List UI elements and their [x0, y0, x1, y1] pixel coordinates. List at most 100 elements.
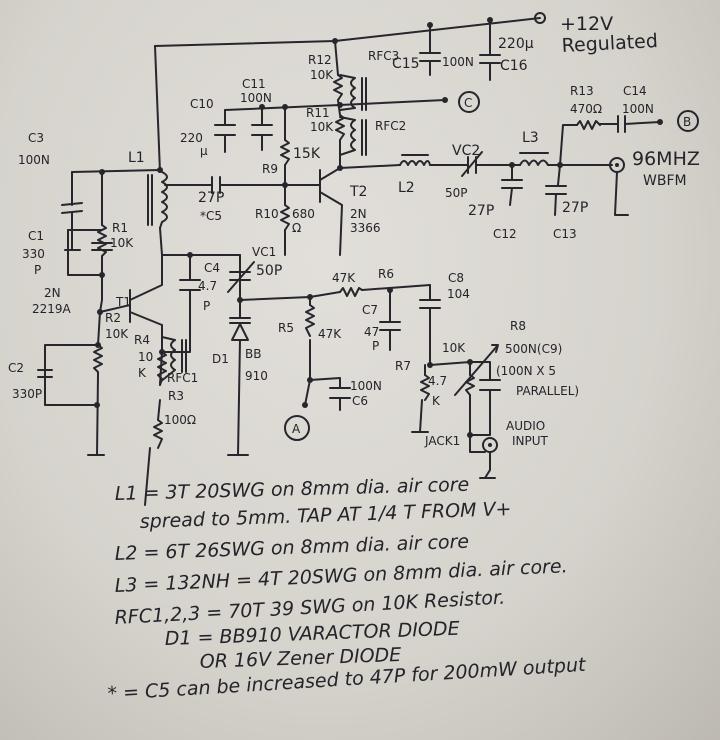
r10-value: 680	[292, 207, 315, 221]
audio-label-2: INPUT	[512, 434, 549, 448]
c2-value: 330P	[12, 387, 42, 401]
node-b-label: B	[683, 115, 691, 129]
note-l2: L2 = 6T 26SWG on 8mm dia. air core	[114, 531, 469, 565]
t2-part1: 2N	[350, 207, 367, 221]
l3-label: L3	[522, 130, 539, 146]
construction-notes: L1 = 3T 20SWG on 8mm dia. air core sprea…	[107, 474, 588, 705]
c10-value: 220	[180, 131, 203, 145]
c9-value: 500N(C9)	[505, 342, 562, 356]
r11-value: 10K	[310, 120, 334, 134]
r7-unit: K	[432, 394, 441, 408]
c1-unit: P	[34, 263, 41, 277]
r4-unit: K	[138, 366, 147, 380]
r12-value: 10K	[310, 68, 334, 82]
supply-note: Regulated	[561, 30, 658, 57]
c4-unit: P	[203, 299, 210, 313]
c12-value: 27P	[468, 203, 494, 219]
c4-value: 4.7	[198, 279, 217, 293]
r11-label: R11	[306, 106, 330, 120]
t1-part2: 2219A	[32, 302, 72, 316]
c15-value: 100N	[442, 55, 474, 69]
c8-label: C8	[448, 271, 464, 285]
d1-part1: BB	[245, 347, 261, 361]
r2-value: 10K	[105, 327, 129, 341]
inductors	[147, 74, 549, 383]
rfc3-label: RFC3	[368, 49, 399, 63]
r3-value: 100Ω	[164, 413, 196, 427]
node-a-label: A	[292, 422, 301, 436]
c4-label: C4	[204, 261, 220, 275]
c6-value: 100N	[350, 379, 382, 393]
c13-label: C13	[553, 227, 577, 241]
resistors	[93, 74, 601, 449]
c7-label: C7	[362, 303, 378, 317]
node-c-marker	[458, 91, 480, 113]
c9-note-2: PARALLEL)	[516, 384, 579, 398]
c11-label: C11	[242, 77, 266, 91]
c16-label: C16	[500, 58, 528, 74]
supply-voltage: +12V	[560, 13, 613, 35]
node-b-marker	[677, 110, 699, 132]
c13-value: 27P	[562, 200, 588, 216]
r8-value: 10K	[442, 341, 466, 355]
c14-value: 100N	[622, 102, 654, 116]
rfc1-label: RFC1	[167, 371, 198, 385]
jack-label: JACK1	[424, 434, 460, 448]
t1-label: T1	[115, 295, 131, 309]
note-l1: L1 = 3T 20SWG on 8mm dia. air core	[115, 474, 470, 505]
vc1-value: 50P	[256, 263, 282, 279]
r1-value: 10K	[110, 236, 134, 250]
l2-label: L2	[398, 180, 415, 196]
c2-label: C2	[8, 361, 24, 375]
r6-label: R6	[378, 267, 394, 281]
r9-value: 15K	[293, 146, 321, 162]
capacitors	[37, 52, 626, 399]
r12-label: R12	[308, 53, 332, 67]
r4-label: R4	[134, 333, 150, 347]
c3-value: 100N	[18, 153, 50, 167]
c11-value: 100N	[240, 91, 272, 105]
c3-label: C3	[28, 131, 44, 145]
c8-value: 104	[447, 287, 470, 301]
c10-label: C10	[190, 97, 214, 111]
r10-label: R10	[255, 207, 279, 221]
r4-value: 10	[138, 350, 153, 364]
r6-value: 47K	[332, 271, 356, 285]
c5-label: *C5	[200, 209, 222, 223]
c1-label: C1	[28, 229, 44, 243]
r5-value: 47K	[318, 327, 342, 341]
r8-label: R8	[510, 319, 526, 333]
c7-unit: P	[372, 339, 379, 353]
modulation-label: WBFM	[643, 173, 687, 189]
supply-terminal	[534, 12, 546, 24]
junctions	[94, 17, 663, 438]
r7-label: R7	[395, 359, 411, 373]
audio-label-1: AUDIO	[506, 419, 545, 433]
r3-label: R3	[168, 389, 184, 403]
vc1-label: VC1	[252, 245, 276, 259]
vc2-value: 50P	[445, 186, 468, 200]
d1-part2: 910	[245, 369, 268, 383]
node-a-marker	[284, 415, 310, 441]
node-c-label: C	[464, 96, 472, 110]
r1-label: R1	[112, 221, 128, 235]
r13-label: R13	[570, 84, 594, 98]
r7-value: 4.7	[428, 374, 447, 388]
c15-label: C15	[392, 56, 420, 72]
varactor-diode-d1	[229, 317, 251, 341]
r10-unit: Ω	[292, 221, 301, 235]
r5-label: R5	[278, 321, 294, 335]
c1-value: 330	[22, 247, 45, 261]
t1-part1: 2N	[44, 286, 61, 300]
rfc2-label: RFC2	[375, 119, 406, 133]
c5-value: 27P	[198, 190, 224, 206]
c6-label: C6	[352, 394, 368, 408]
frequency-label: 96MHZ	[632, 148, 700, 170]
note-l1-tap: spread to 5mm. TAP AT 1/4 T FROM V+	[139, 498, 511, 533]
d1-label: D1	[212, 352, 229, 366]
vc2-label: VC2	[452, 143, 480, 159]
c12-label: C12	[493, 227, 517, 241]
l1-label: L1	[128, 150, 145, 166]
